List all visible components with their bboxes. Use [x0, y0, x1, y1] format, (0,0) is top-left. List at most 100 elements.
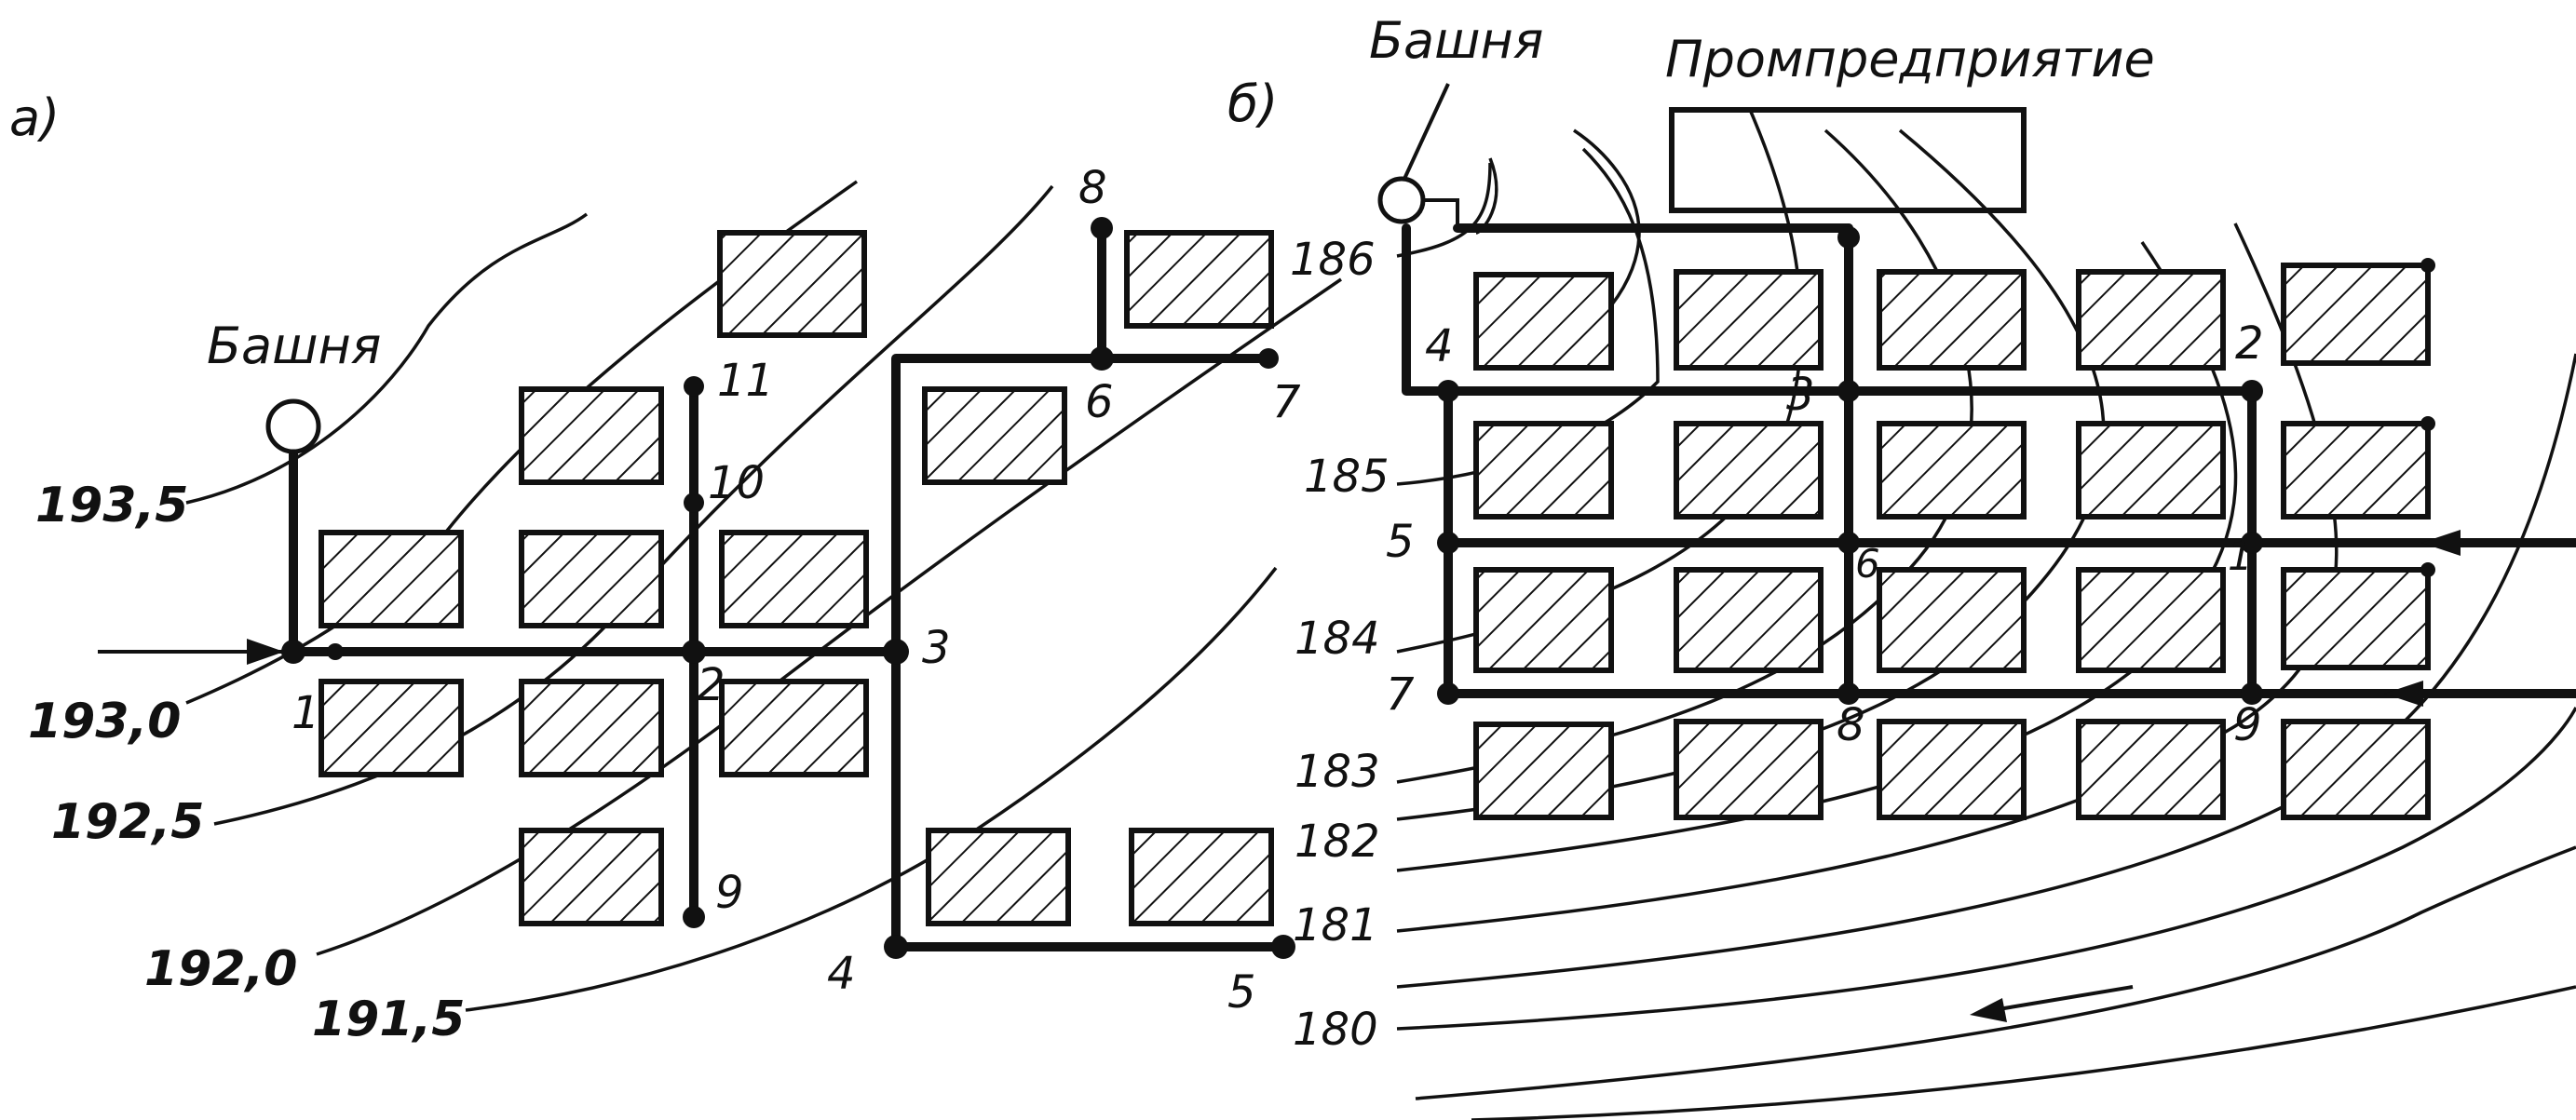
node-dot	[884, 935, 908, 959]
node-label: 4	[1425, 320, 1454, 372]
node-label: 6	[1855, 541, 1880, 587]
city-block	[1473, 272, 1614, 371]
node-dot	[1837, 226, 1860, 249]
contour-193-5	[185, 212, 589, 505]
node-label: 2	[2235, 317, 2264, 370]
node-label: 5	[1227, 966, 1256, 1019]
panel-a-blocks	[319, 230, 1274, 926]
inflow-arrow-icon	[2421, 530, 2461, 556]
city-block	[319, 530, 464, 628]
node-dot	[1271, 935, 1295, 959]
node-dot	[1090, 346, 1114, 371]
city-block	[1674, 719, 1824, 820]
node-dot	[1437, 682, 1459, 705]
city-block	[2281, 421, 2431, 520]
contour-label: 183	[1295, 746, 1380, 798]
city-block	[519, 530, 664, 628]
panel-b-blocks	[1473, 263, 2431, 820]
contour-179	[1415, 845, 2576, 1100]
city-block	[1877, 421, 2027, 520]
node-label: 11	[717, 355, 774, 407]
contour-180	[1396, 707, 2576, 1031]
node-label: 10	[708, 457, 765, 509]
city-block	[1674, 567, 1824, 673]
node-label: 5	[1386, 516, 1415, 568]
city-block	[1674, 421, 1824, 520]
city-block	[1124, 230, 1274, 329]
city-block	[719, 530, 869, 628]
panel-b-node-labels: 1 2 3 4 5 6 7 8 9	[1386, 317, 2264, 751]
city-block	[2281, 719, 2431, 820]
industrial-enterprise	[1669, 107, 2027, 213]
city-block	[719, 679, 869, 777]
panel-a: а)	[9, 88, 1342, 1047]
city-block	[2281, 263, 2431, 366]
city-block	[2076, 269, 2226, 371]
city-block	[519, 679, 664, 777]
panel-a-pipes	[289, 223, 1288, 951]
node-dot	[682, 640, 706, 664]
tower-riser	[1402, 223, 1453, 396]
node-dot	[2420, 258, 2435, 273]
node-label: 3	[1786, 369, 1815, 421]
city-block	[1473, 722, 1614, 820]
node-dot	[281, 640, 305, 664]
contour-label: 186	[1290, 234, 1376, 286]
city-block	[1473, 421, 1614, 520]
node-dot	[1437, 532, 1459, 554]
node-label: 1	[2228, 533, 2253, 579]
contour-label: 181	[1293, 899, 1378, 951]
tower-connector	[1423, 198, 1460, 230]
node-dot	[1437, 380, 1459, 402]
node-dot	[883, 639, 909, 665]
city-block	[1877, 269, 2027, 371]
node-label: 7	[1386, 668, 1415, 721]
node-label: 4	[827, 948, 856, 1000]
contour-label: 185	[1304, 451, 1390, 503]
city-block	[717, 230, 867, 338]
node-dot	[683, 906, 705, 928]
panel-a-inflow-arrow	[98, 639, 284, 665]
panel-b-tower-label: Башня	[1369, 11, 1543, 70]
node-label: 2	[697, 659, 725, 711]
city-block	[922, 386, 1067, 485]
city-block	[1877, 719, 2027, 820]
node-dot	[2420, 416, 2435, 431]
panel-a-node-labels: 1 2 3 4 5 6 7 8 9 10 11	[291, 162, 1301, 1019]
node-dot	[2241, 682, 2263, 705]
node-dot	[1837, 380, 1860, 402]
city-block	[1877, 567, 2027, 673]
contour-178	[1471, 985, 2576, 1120]
contour-label: 193,0	[28, 694, 181, 749]
contour-label: 182	[1295, 816, 1380, 868]
contour-label: 180	[1293, 1004, 1378, 1056]
node-label: 7	[1272, 376, 1301, 428]
city-block	[2281, 567, 2431, 670]
city-block	[519, 828, 664, 926]
inflow-arrow-icon	[2384, 681, 2423, 707]
node-label: 1	[291, 687, 320, 739]
contour-label: 192,5	[51, 794, 204, 850]
city-block	[2076, 567, 2226, 673]
node-label: 9	[715, 867, 744, 919]
panel-a-tower: Башня	[207, 317, 381, 454]
node-label: 6	[1085, 376, 1114, 428]
node-label: 9	[2233, 699, 2262, 751]
node-dot	[684, 493, 704, 513]
contour-label: 184	[1295, 613, 1380, 665]
node-dot	[1837, 682, 1860, 705]
panel-b-nodes	[1437, 226, 2435, 705]
contour-label: 193,5	[35, 478, 188, 533]
node-label: 3	[922, 622, 951, 674]
river-flow-arrow	[1970, 985, 2134, 1022]
node-dot	[2420, 562, 2435, 577]
node-dot	[2241, 532, 2263, 554]
water-tower-icon	[265, 398, 321, 454]
city-block	[1674, 269, 1824, 371]
node-dot	[327, 643, 344, 660]
contour-182	[1396, 241, 2238, 872]
city-block	[1129, 828, 1274, 926]
panel-b-pipes	[1402, 198, 2576, 698]
node-dot	[2241, 380, 2263, 402]
